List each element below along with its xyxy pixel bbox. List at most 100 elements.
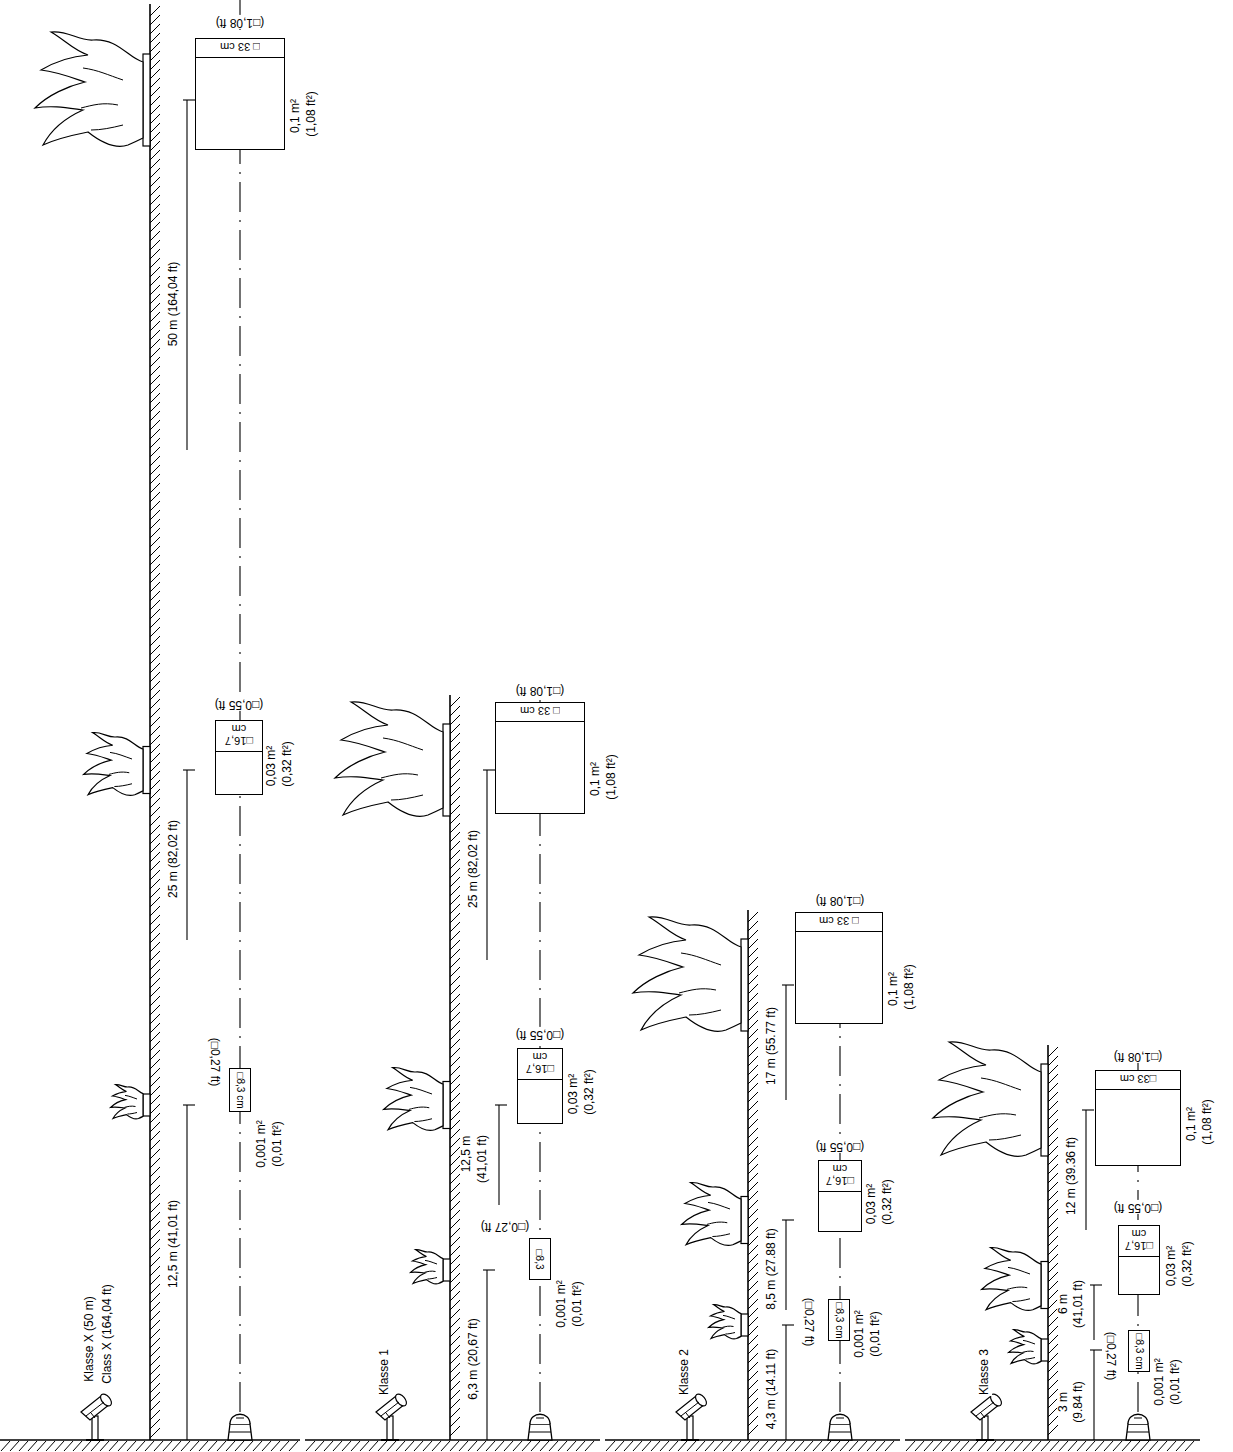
- hatch-stroke: [1048, 1335, 1058, 1345]
- hatch-stroke: [450, 913, 460, 923]
- hatch-stroke: [150, 105, 160, 115]
- hatch-stroke: [504, 1441, 513, 1451]
- hatch-stroke: [748, 1137, 758, 1147]
- hatch-stroke: [150, 438, 160, 448]
- detector-icon: [1126, 1414, 1150, 1440]
- dimension-tick: [495, 1104, 507, 1105]
- hatch-stroke: [1023, 1441, 1032, 1451]
- hatch-stroke: [150, 60, 160, 70]
- hatch-stroke: [150, 447, 160, 457]
- hatch-stroke: [150, 978, 160, 988]
- hatch-stroke: [150, 501, 160, 511]
- hatch-stroke: [150, 1050, 160, 1060]
- hatch-stroke: [150, 1392, 160, 1402]
- hatch-stroke: [1048, 1263, 1058, 1273]
- area-label: 0,001 m²: [255, 1119, 269, 1168]
- hatch-stroke: [450, 904, 460, 914]
- hatch-stroke: [150, 456, 160, 466]
- hatch-stroke: [1048, 1110, 1058, 1120]
- hatch-stroke: [150, 1302, 160, 1312]
- hatch-stroke: [748, 1047, 758, 1057]
- hatch-stroke: [150, 879, 160, 889]
- hatch-stroke: [450, 1093, 460, 1103]
- detector-detail: [976, 1402, 994, 1418]
- flame-mount-plate: [741, 1314, 748, 1336]
- hatch-stroke: [163, 1441, 172, 1451]
- area-label: (1,08 ft²): [305, 90, 319, 137]
- hatch-stroke: [1, 1441, 10, 1451]
- dimension-line: [186, 770, 187, 940]
- hatch-stroke: [660, 1441, 669, 1451]
- hatch-stroke: [1048, 1317, 1058, 1327]
- class-panel: [305, 695, 600, 1451]
- hatch-stroke: [150, 510, 160, 520]
- hatch-stroke: [150, 798, 160, 808]
- hatch-stroke: [150, 888, 160, 898]
- hatch-stroke: [150, 474, 160, 484]
- hatch-stroke: [748, 1263, 758, 1273]
- hatch-stroke: [150, 312, 160, 322]
- hatch-stroke: [450, 895, 460, 905]
- hatch-stroke: [450, 1390, 460, 1400]
- hatch-stroke: [10, 1441, 19, 1451]
- hatch-stroke: [271, 1441, 280, 1451]
- hatch-stroke: [748, 1254, 758, 1264]
- hatch-stroke: [109, 1441, 118, 1451]
- hatch-stroke: [450, 1282, 460, 1292]
- flame-mount-plate: [741, 1197, 748, 1244]
- hatch-stroke: [150, 564, 160, 574]
- hatch-stroke: [150, 915, 160, 925]
- side-length-label: (□0,55 ft): [515, 1027, 566, 1041]
- flame-symbol: [384, 1067, 443, 1130]
- hatch-stroke: [150, 726, 160, 736]
- hatch-stroke: [150, 1329, 160, 1339]
- hatch-stroke: [450, 1237, 460, 1247]
- hatch-stroke: [486, 1441, 495, 1451]
- hatch-stroke: [150, 996, 160, 1006]
- class-panel: [605, 910, 900, 1451]
- detector-icon: [228, 1414, 252, 1440]
- hatch-stroke: [150, 1131, 160, 1141]
- flame-mount-plate: [143, 747, 150, 794]
- hatch-stroke: [1048, 1092, 1058, 1102]
- flame-outline: [335, 702, 443, 817]
- dimension-label: 6,3 m (20,67 ft): [467, 1317, 481, 1400]
- strip-line: [216, 751, 262, 752]
- hatch-stroke: [942, 1441, 951, 1451]
- hatch-stroke: [150, 1068, 160, 1078]
- hatch-stroke: [150, 1275, 160, 1285]
- hatch-stroke: [450, 1408, 460, 1418]
- flame-symbol: [709, 1305, 741, 1339]
- hatch-stroke: [450, 751, 460, 761]
- wall-hatching: [1048, 1047, 1058, 1435]
- hatch-stroke: [450, 967, 460, 977]
- area-label: (0,01 ft²): [571, 1280, 585, 1327]
- hatch-stroke: [1048, 1155, 1058, 1165]
- hatch-stroke: [150, 159, 160, 169]
- hatch-stroke: [150, 825, 160, 835]
- hatch-stroke: [150, 51, 160, 61]
- hatch-stroke: [450, 1300, 460, 1310]
- hatch-stroke: [906, 1441, 915, 1451]
- hatch-stroke: [150, 852, 160, 862]
- hatch-stroke: [696, 1441, 705, 1451]
- hatch-stroke: [150, 15, 160, 25]
- hatch-stroke: [748, 1011, 758, 1021]
- hatch-stroke: [723, 1441, 732, 1451]
- dimension-line: [1093, 1350, 1094, 1440]
- hatch-stroke: [748, 1398, 758, 1408]
- hatch-stroke: [150, 330, 160, 340]
- hatch-stroke: [748, 1155, 758, 1165]
- hatch-stroke: [540, 1441, 549, 1451]
- hatch-stroke: [150, 744, 160, 754]
- hatch-stroke: [678, 1441, 687, 1451]
- dimension-label: 12 m (39.36 ft): [1065, 1136, 1079, 1216]
- dimension-line: [785, 1220, 786, 1310]
- hatch-stroke: [748, 1173, 758, 1183]
- hatch-stroke: [450, 778, 460, 788]
- ground-line: [305, 1439, 600, 1440]
- area-label: (1,08 ft²): [605, 753, 619, 800]
- hatch-stroke: [1048, 1191, 1058, 1201]
- detector-detail: [681, 1402, 699, 1418]
